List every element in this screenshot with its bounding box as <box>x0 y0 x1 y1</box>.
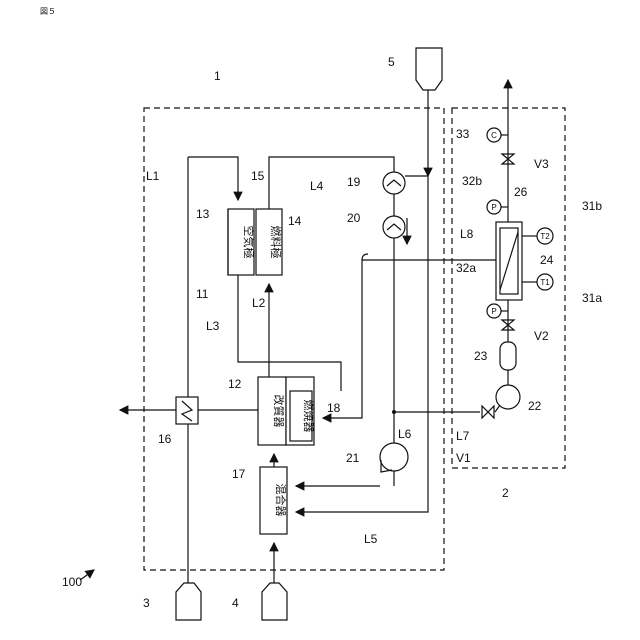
ref-26: 26 <box>514 185 528 199</box>
temp-sensor-t2-letter: T2 <box>540 232 550 241</box>
ref-12: 12 <box>228 377 242 391</box>
ref-11: 11 <box>196 287 209 301</box>
ref-32a: 32a <box>456 261 476 275</box>
temp-sensor-t1-letter: T1 <box>540 278 550 287</box>
ref-15: 15 <box>251 169 265 183</box>
pressure-sensor-b-letter: P <box>491 203 496 212</box>
fuel-electrode-label: 燃料極 <box>269 226 283 259</box>
reformer-label: 改質器 <box>272 395 286 428</box>
heat-exchanger-20 <box>383 216 405 238</box>
ref-4: 4 <box>232 596 239 610</box>
ref-31b: 31b <box>582 199 602 213</box>
pressure-sensor-a-letter: P <box>491 307 496 316</box>
line-label-L6: L6 <box>398 427 412 441</box>
air-source-3 <box>176 583 201 620</box>
heat-exchanger-19 <box>383 172 405 194</box>
valve-label-V2: V2 <box>534 329 549 343</box>
line-label-L5: L5 <box>364 532 378 546</box>
ref-100: 100 <box>62 575 82 589</box>
pump-21 <box>380 443 408 471</box>
valve-label-V1: V1 <box>456 451 471 465</box>
ref-31a: 31a <box>582 291 602 305</box>
ref-18: 18 <box>327 401 341 415</box>
line-label-L3: L3 <box>206 319 220 333</box>
ref-24: 24 <box>540 253 554 267</box>
valve-label-V3: V3 <box>534 157 549 171</box>
ref-2: 2 <box>502 486 509 500</box>
ref-5: 5 <box>388 55 395 69</box>
line-label-L2: L2 <box>252 296 266 310</box>
ref-33: 33 <box>456 127 470 141</box>
air-electrode-label: 空気極 <box>242 226 256 259</box>
valve-v1 <box>482 406 494 418</box>
compressor-22 <box>496 385 520 409</box>
line-label-L8: L8 <box>460 227 474 241</box>
ref-3: 3 <box>143 596 150 610</box>
mixer-label: 混合器 <box>274 484 288 517</box>
line-label-L1: L1 <box>146 169 160 183</box>
ref-1: 1 <box>214 69 221 83</box>
gas-sensor-letter: C <box>491 131 497 140</box>
ref-21: 21 <box>346 451 360 465</box>
ref-19: 19 <box>347 175 361 189</box>
supply-5 <box>416 48 442 90</box>
ref-16: 16 <box>158 432 172 446</box>
raw-fuel-source-4 <box>262 583 287 620</box>
ref-14: 14 <box>288 214 302 228</box>
flow-device-23 <box>500 342 516 370</box>
combustor-label: 燃焼器 <box>302 400 316 433</box>
line-label-L4: L4 <box>310 179 324 193</box>
line-label-L7: L7 <box>456 429 470 443</box>
ref-20: 20 <box>347 211 361 225</box>
ref-17: 17 <box>232 467 246 481</box>
ref-23: 23 <box>474 349 488 363</box>
ref-22: 22 <box>528 399 542 413</box>
ref-32b: 32b <box>462 174 482 188</box>
heat-exchanger-16 <box>176 397 198 424</box>
ref-13: 13 <box>196 207 210 221</box>
